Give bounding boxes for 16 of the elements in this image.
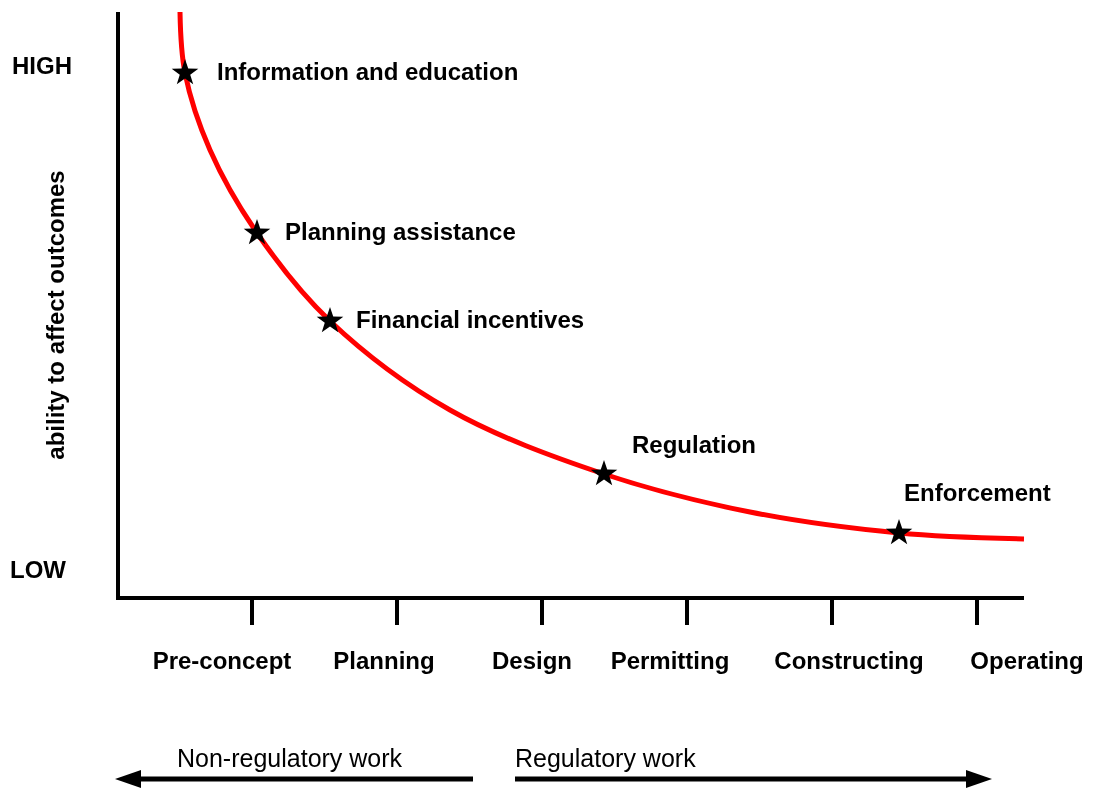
category-label: Pre-concept	[152, 647, 292, 675]
point-label: Information and education	[217, 58, 519, 86]
axis-level-label: HIGH	[12, 52, 72, 80]
category-label: Planning	[333, 647, 435, 675]
arrow-caption: Non-regulatory work	[177, 744, 403, 773]
arrow-caption: Regulatory work	[515, 744, 696, 773]
category-label: Permitting	[610, 647, 730, 675]
axis-level-label: LOW	[10, 556, 66, 584]
axis-title: ability to affect outcomes	[42, 170, 70, 460]
category-label: Operating	[970, 647, 1084, 675]
point-label: Regulation	[632, 431, 756, 459]
point-label: Financial incentives	[356, 306, 585, 334]
category-label: Constructing	[774, 647, 924, 675]
point-label: Enforcement	[904, 479, 1051, 507]
point-label: Planning assistance	[285, 218, 516, 246]
category-label: Design	[492, 647, 572, 675]
